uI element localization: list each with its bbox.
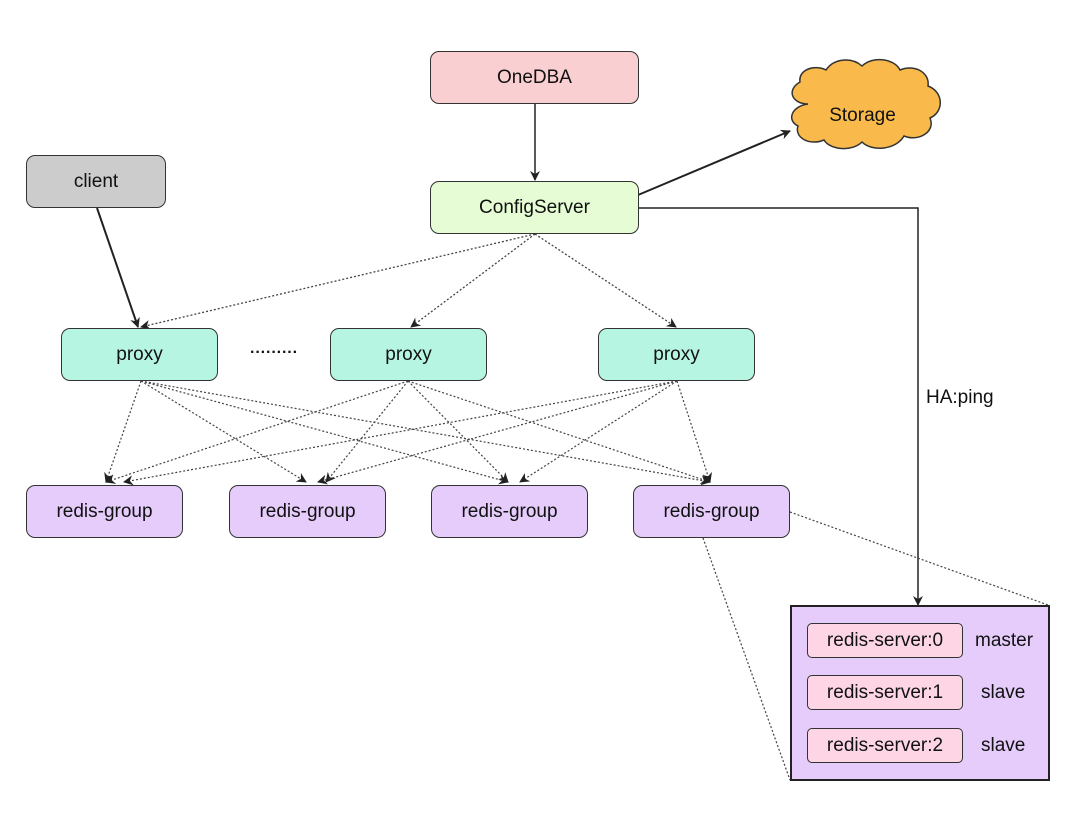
proxy-label-1: proxy — [116, 344, 163, 365]
zoom-line-bottom — [702, 537, 791, 781]
edge-ha-ping — [638, 207, 923, 606]
redis-server-0-role: master — [975, 630, 1034, 651]
redis-group-label-3: redis-group — [461, 501, 558, 522]
proxy-node-1: proxy — [61, 328, 218, 381]
edge-client-proxy — [96, 207, 140, 328]
proxy-ellipsis: ········· — [250, 344, 298, 361]
redis-group-node-2: redis-group — [229, 485, 386, 538]
redis-group-label-4: redis-group — [663, 501, 760, 522]
onedba-node: OneDBA — [430, 51, 639, 104]
edge-configserver-proxy-2 — [410, 233, 536, 328]
redis-group-node-3: redis-group — [431, 485, 588, 538]
onedba-label: OneDBA — [497, 67, 572, 88]
ha-ping-label: HA:ping — [926, 387, 994, 408]
redis-server-2: redis-server:2 — [807, 728, 963, 763]
redis-server-1: redis-server:1 — [807, 675, 963, 710]
storage-label: Storage — [829, 104, 896, 126]
edge-configserver-storage — [637, 129, 791, 196]
redis-group-label-2: redis-group — [259, 501, 356, 522]
proxy-label-3: proxy — [653, 344, 700, 365]
redis-group-node-1: redis-group — [26, 485, 183, 538]
proxy-redis-edges — [104, 380, 712, 486]
proxy-node-2: proxy — [330, 328, 487, 381]
client-node: client — [26, 155, 166, 208]
redis-group-label-1: redis-group — [56, 501, 153, 522]
redis-server-0: redis-server:0 — [807, 623, 963, 658]
zoom-line-top — [789, 511, 1049, 606]
redis-server-2-role: slave — [981, 735, 1026, 756]
redis-server-2-label: redis-server:2 — [826, 735, 944, 756]
redis-group-node-4: redis-group — [633, 485, 790, 538]
redis-server-1-label: redis-server:1 — [826, 682, 944, 703]
storage-cloud — [790, 58, 941, 150]
edge-configserver-proxy-1 — [140, 233, 536, 330]
edge-configserver-proxy-3 — [534, 233, 677, 328]
client-label: client — [73, 171, 119, 192]
proxy-node-3: proxy — [598, 328, 755, 381]
configserver-node: ConfigServer — [430, 181, 639, 234]
configserver-label: ConfigServer — [479, 197, 590, 218]
redis-server-1-role: slave — [981, 682, 1026, 703]
redis-server-0-label: redis-server:0 — [826, 630, 944, 651]
proxy-label-2: proxy — [385, 344, 432, 365]
